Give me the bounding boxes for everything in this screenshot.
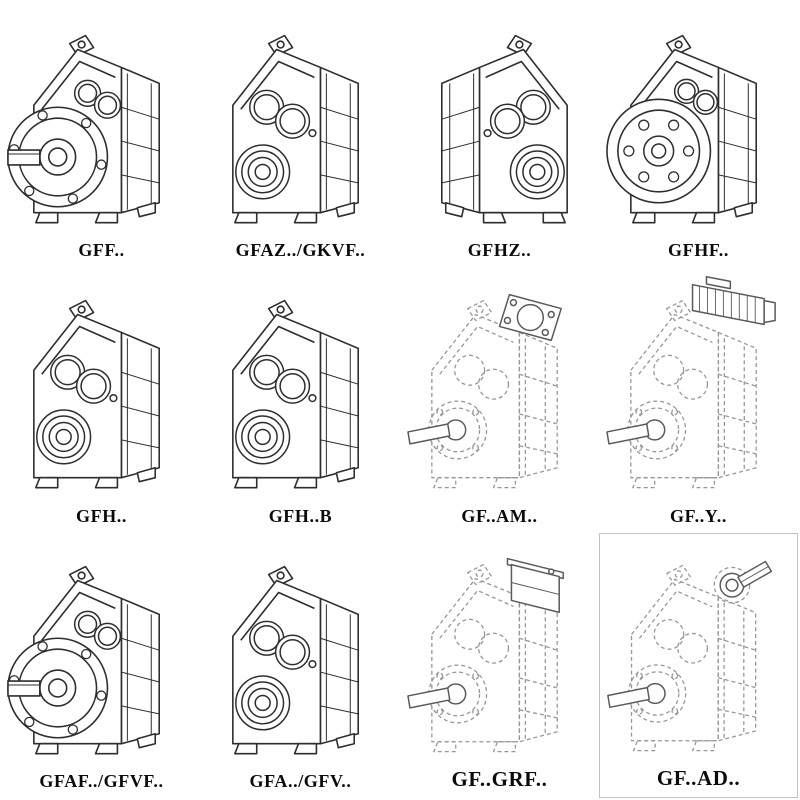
gearbox-ghost-with-input-shaft-illustration	[600, 536, 797, 764]
product-cell-gf-ad: GF..AD..	[599, 532, 798, 798]
product-label: GFHZ..	[467, 240, 532, 261]
product-cell-gf-grf: GF..GRF..	[400, 533, 599, 798]
product-label: GF..Y..	[670, 505, 727, 526]
gearbox-output-flange-with-shaft-illustration	[2, 535, 201, 769]
gearbox-ghost-with-mounted-motor-illustration	[599, 269, 798, 503]
gearbox-output-flange-with-shaft-illustration	[2, 4, 201, 238]
product-label: GFAZ../GKVF..	[235, 240, 366, 261]
product-cell-gfaf-gfvf: GFAF../GFVF..	[2, 533, 201, 798]
product-cell-gfaz-gkvf: GFAZ../GKVF..	[201, 2, 400, 267]
gearbox-hollow-shaft-illustration	[201, 535, 400, 769]
product-cell-gfh: GFH..	[2, 267, 201, 532]
product-label: GFH..B	[268, 505, 333, 526]
gearbox-ghost-with-motor-adapter-flange-illustration	[400, 269, 599, 503]
gearbox-hollow-shaft-illustration	[2, 269, 201, 503]
product-cell-gfa-gfv: GFA../GFV..	[201, 533, 400, 798]
product-label: GF..AD..	[656, 766, 741, 790]
product-label: GFH..	[76, 505, 127, 526]
product-label: GFA../GFV..	[249, 771, 352, 791]
product-cell-gfh-b: GFH..B	[201, 267, 400, 532]
product-cell-gfhz: GFHZ..	[400, 2, 599, 267]
gearbox-hollow-shaft-mirrored-illustration	[400, 4, 599, 238]
product-label: GFF..	[78, 240, 125, 261]
product-cell-gff: GFF..	[2, 2, 201, 267]
product-label: GF..AM..	[461, 505, 538, 526]
product-label: GFAF../GFVF..	[39, 771, 164, 791]
product-cell-gf-am: GF..AM..	[400, 267, 599, 532]
gearbox-hollow-shaft-foot-mounted-illustration	[201, 269, 400, 503]
product-label: GF..GRF..	[451, 767, 548, 791]
product-cell-gf-y: GF..Y..	[599, 267, 798, 532]
gearbox-front-flange-illustration	[599, 4, 798, 238]
gearbox-ghost-with-input-block-illustration	[400, 535, 599, 765]
gearbox-hollow-shaft-illustration	[201, 4, 400, 238]
product-cell-gfhf: GFHF..	[599, 2, 798, 267]
product-label: GFHF..	[668, 240, 729, 261]
